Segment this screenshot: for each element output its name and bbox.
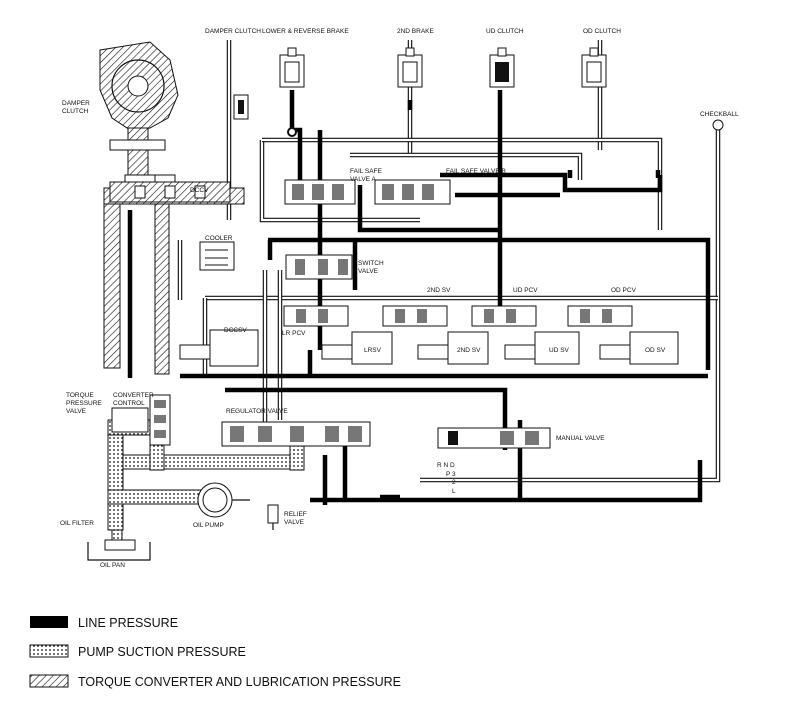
ud-clutch-piston — [489, 47, 515, 88]
label-gear-positions-3: 2 — [452, 479, 456, 486]
label-od-pcv: OD PCV — [611, 287, 637, 294]
checkball-valve — [712, 119, 724, 131]
label-ud-clutch: UD CLUTCH — [486, 28, 524, 35]
label-second-sv-top: 2ND SV — [427, 287, 451, 294]
ud-sv-solenoid — [504, 331, 580, 365]
label-dccv: DCCV — [190, 187, 209, 194]
manual-valve — [437, 427, 551, 449]
label-switch-valve-2: VALVE — [358, 268, 379, 275]
dccv-valve — [109, 181, 231, 203]
label-dccsv: DCCSV — [224, 327, 247, 334]
label-oil-pump: OIL PUMP — [193, 522, 224, 529]
torque-converter — [99, 41, 179, 181]
oil-pump — [197, 482, 250, 518]
regulator-valve — [221, 421, 371, 447]
label-ud-pcv: UD PCV — [513, 287, 538, 294]
label-damper-clutch-top: DAMPER CLUTCH — [205, 28, 261, 35]
label-checkball: CHECKBALL — [700, 111, 739, 118]
label-manual-valve: MANUAL VALVE — [556, 435, 605, 442]
label-switch-valve-1: SWITCH — [358, 260, 384, 267]
label-gear-positions-4: L — [452, 488, 456, 495]
ud-pcv — [471, 305, 537, 327]
label-gear-positions-1: R N D — [437, 462, 455, 469]
label-gear-positions-2: P 3 — [446, 471, 456, 478]
fail-safe-valve-b — [374, 179, 451, 205]
label-torque-pressure-2: PRESSURE — [66, 400, 102, 407]
relief-valve — [267, 504, 279, 530]
label-torque-pressure-1: TORQUE — [66, 392, 94, 399]
cooler — [199, 241, 235, 271]
valves — [87, 179, 679, 561]
label-relief-valve-2: VALVE — [284, 519, 305, 526]
oil-pan — [87, 542, 151, 561]
label-fail-safe-a-1: FAIL SAFE — [350, 168, 383, 175]
label-torque-pressure-3: VALVE — [66, 408, 87, 415]
legend-swatch-pump-suction — [29, 644, 69, 658]
second-brake-piston — [397, 47, 423, 88]
label-lrsv: LRSV — [364, 347, 382, 354]
legend: LINE PRESSURE PUMP SUCTION PRESSURE TORQ… — [29, 616, 401, 689]
oil-filter — [104, 539, 136, 551]
legend-label-lubrication: TORQUE CONVERTER AND LUBRICATION PRESSUR… — [78, 675, 401, 689]
switch-valve — [285, 254, 353, 280]
component-labels: DAMPER CLUTCH LOWER & REVERSE BRAKE 2ND … — [60, 28, 739, 569]
label-second-sv: 2ND SV — [457, 347, 481, 354]
label-damper-clutch-left-2: CLUTCH — [62, 108, 89, 115]
label-lr-pcv: LR PCV — [282, 330, 306, 337]
second-sv-solenoid — [417, 331, 489, 365]
label-damper-clutch-left-1: DAMPER — [62, 100, 90, 107]
converter-control-valve — [149, 394, 171, 446]
od-pcv — [567, 305, 633, 327]
label-oil-filter: OIL FILTER — [60, 520, 94, 527]
label-od-sv: OD SV — [645, 347, 666, 354]
label-od-clutch: OD CLUTCH — [583, 28, 621, 35]
legend-swatch-line-pressure — [30, 616, 68, 628]
legend-pump-suction: PUMP SUCTION PRESSURE — [29, 644, 246, 659]
od-sv-solenoid — [599, 331, 679, 365]
label-relief-valve-1: RELIEF — [284, 511, 307, 518]
label-regulator-valve: REGULATOR VALVE — [226, 408, 288, 415]
damper-clutch-valve — [233, 94, 249, 120]
legend-lubrication: TORQUE CONVERTER AND LUBRICATION PRESSUR… — [29, 674, 401, 689]
label-second-brake: 2ND BRAKE — [397, 28, 435, 35]
lower-reverse-brake-piston — [279, 47, 305, 88]
dccsv-solenoid — [179, 329, 259, 367]
legend-label-pump-suction: PUMP SUCTION PRESSURE — [78, 645, 246, 659]
label-cooler: COOLER — [205, 235, 233, 242]
label-fail-safe-b: FAIL SAFE VALVE B — [446, 168, 506, 175]
label-converter-control-2: CONTROL — [113, 400, 145, 407]
label-lower-reverse-brake: LOWER & REVERSE BRAKE — [262, 28, 349, 35]
label-fail-safe-a-2: VALVE A — [350, 176, 376, 183]
legend-line-pressure: LINE PRESSURE — [30, 616, 178, 630]
fail-safe-valve-a — [284, 179, 356, 205]
second-sv-pcv — [382, 305, 448, 327]
label-ud-sv: UD SV — [549, 347, 570, 354]
label-converter-control-1: CONVERTER — [113, 392, 154, 399]
label-oil-pan: OIL PAN — [100, 562, 125, 569]
od-clutch-piston — [581, 47, 607, 88]
torque-pressure-valve — [111, 407, 149, 433]
lr-pcv — [283, 305, 349, 327]
legend-label-line-pressure: LINE PRESSURE — [78, 616, 178, 630]
clutch-pistons — [233, 47, 724, 137]
legend-swatch-lubrication — [29, 674, 69, 688]
lrsv-solenoid — [321, 331, 393, 365]
